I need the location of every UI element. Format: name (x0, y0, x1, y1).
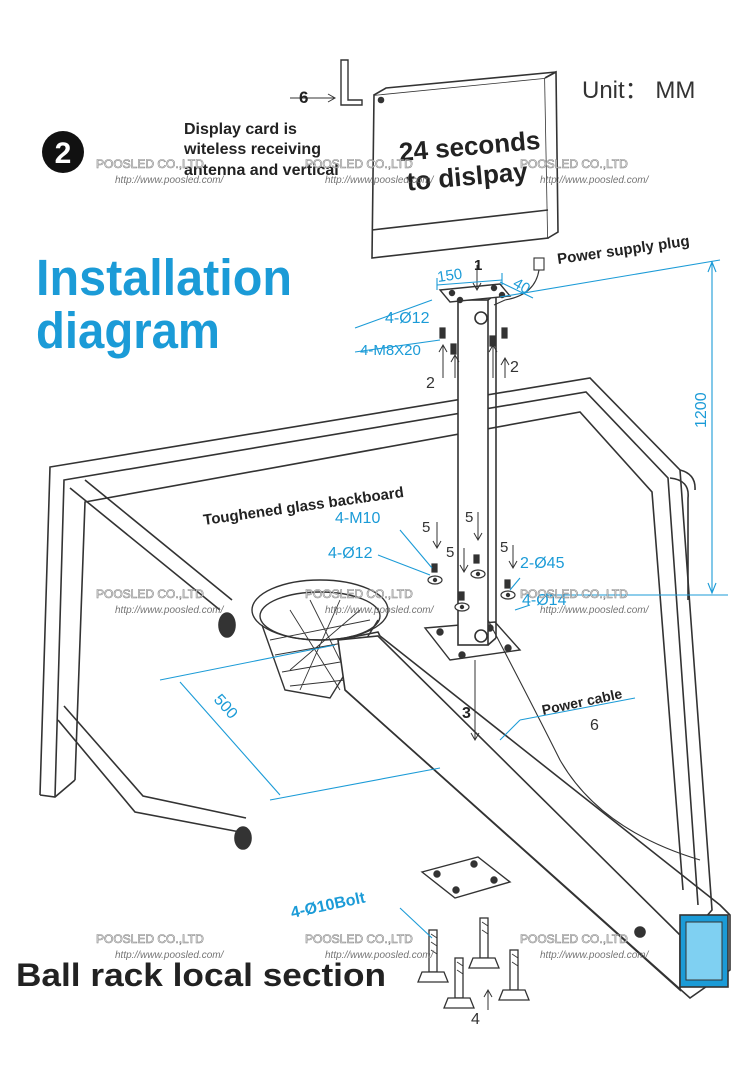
watermark-company: POOSLED CO.,LTD (305, 932, 413, 946)
backboard-frame (39, 377, 713, 936)
callout-2a: 2 (426, 375, 435, 392)
section-plate (420, 856, 512, 899)
svg-text:2: 2 (55, 137, 72, 170)
watermark-url: http://www.poosled.com/ (325, 605, 435, 616)
display-box (371, 70, 559, 259)
dim-4-14: 4-Ø14 (522, 592, 567, 609)
callout-5d: 5 (500, 539, 508, 556)
dim-bolt: 4-Ø10Bolt (289, 889, 367, 921)
callout-2b: 2 (510, 359, 519, 376)
bolts (417, 917, 530, 1009)
watermark-url: http://www.poosled.com/ (540, 950, 650, 961)
dim-40: 40 (510, 275, 533, 298)
watermark-company: POOSLED CO.,LTD (305, 587, 413, 601)
callout-3: 3 (462, 705, 471, 722)
callout-5b: 5 (465, 509, 473, 526)
fasteners (427, 327, 516, 612)
dim-m8x20: 4-M8X20 (360, 342, 421, 359)
watermarks: POOSLED CO.,LTD http://www.poosled.com/ … (96, 157, 650, 961)
callout-5c: 5 (446, 544, 454, 561)
dim-4-12-top: 4-Ø12 (385, 310, 430, 327)
title-line2: diagram (36, 302, 220, 359)
support-tubes (57, 469, 696, 850)
watermark-url: http://www.poosled.com/ (540, 605, 650, 616)
callout-5a: 5 (422, 519, 430, 536)
callout-4: 4 (471, 1011, 480, 1028)
power-plug-label: Power supply plug (556, 233, 690, 268)
watermark-url: http://www.poosled.com/ (325, 175, 435, 186)
power-cable-number: 6 (590, 717, 599, 734)
watermark-company: POOSLED CO.,LTD (96, 587, 204, 601)
title-line1: Installation (36, 249, 292, 306)
section-title: Ball rack local section (16, 957, 386, 993)
arrows (290, 93, 518, 1010)
watermark-url: http://www.poosled.com/ (115, 950, 225, 961)
watermark-company: POOSLED CO.,LTD (520, 157, 628, 171)
dim-150: 150 (436, 266, 463, 286)
antenna-number: 6 (299, 88, 308, 107)
power-cable-label: Power cable (540, 685, 623, 718)
dim-m10: 4-M10 (335, 510, 380, 527)
watermark-company: POOSLED CO.,LTD (305, 157, 413, 171)
watermark-company: POOSLED CO.,LTD (96, 157, 204, 171)
top-plate (438, 283, 512, 304)
antenna-note-1: Display card is (184, 121, 297, 138)
unit-label: Unit： MM (582, 77, 695, 104)
dim-500: 500 (210, 691, 241, 722)
watermark-url: http://www.poosled.com/ (115, 175, 225, 186)
watermark-company: POOSLED CO.,LTD (96, 932, 204, 946)
power-cable (487, 257, 701, 861)
dim-1200: 1200 (693, 392, 710, 428)
watermark-url: http://www.poosled.com/ (325, 950, 435, 961)
step-badge: 2 (42, 131, 84, 173)
ball-rack-beam (337, 631, 731, 1000)
watermark-url: http://www.poosled.com/ (115, 605, 225, 616)
watermark-url: http://www.poosled.com/ (540, 175, 650, 186)
dim-4-12-mid: 4-Ø12 (328, 545, 373, 562)
antenna-note-3: antenna and vertical (184, 162, 339, 179)
dimension-lines (159, 259, 728, 939)
dim-2-45: 2-Ø45 (520, 555, 565, 572)
antenna (340, 59, 363, 106)
watermark-company: POOSLED CO.,LTD (520, 932, 628, 946)
callout-1: 1 (474, 257, 482, 274)
antenna-note-2: witeless receiving (183, 141, 321, 158)
pole (457, 293, 497, 646)
watermark-company: POOSLED CO.,LTD (520, 587, 628, 601)
